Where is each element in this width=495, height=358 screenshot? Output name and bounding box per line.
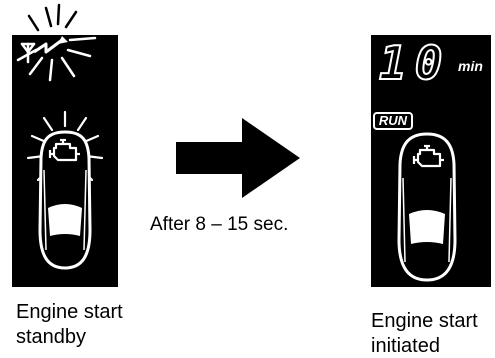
- arrow-right-icon: [176, 118, 306, 198]
- engine-icon: [48, 136, 82, 166]
- standby-caption-line2: standby: [16, 325, 86, 349]
- delay-label: After 8 – 15 sec.: [150, 214, 288, 236]
- initiated-caption-line2: initiated: [371, 334, 440, 358]
- timer-value: 10: [379, 38, 450, 88]
- timer-unit: min: [458, 58, 483, 74]
- engine-icon: [412, 142, 446, 172]
- initiated-caption-line1: Engine start: [371, 309, 478, 333]
- standby-caption-line1: Engine start: [16, 300, 123, 324]
